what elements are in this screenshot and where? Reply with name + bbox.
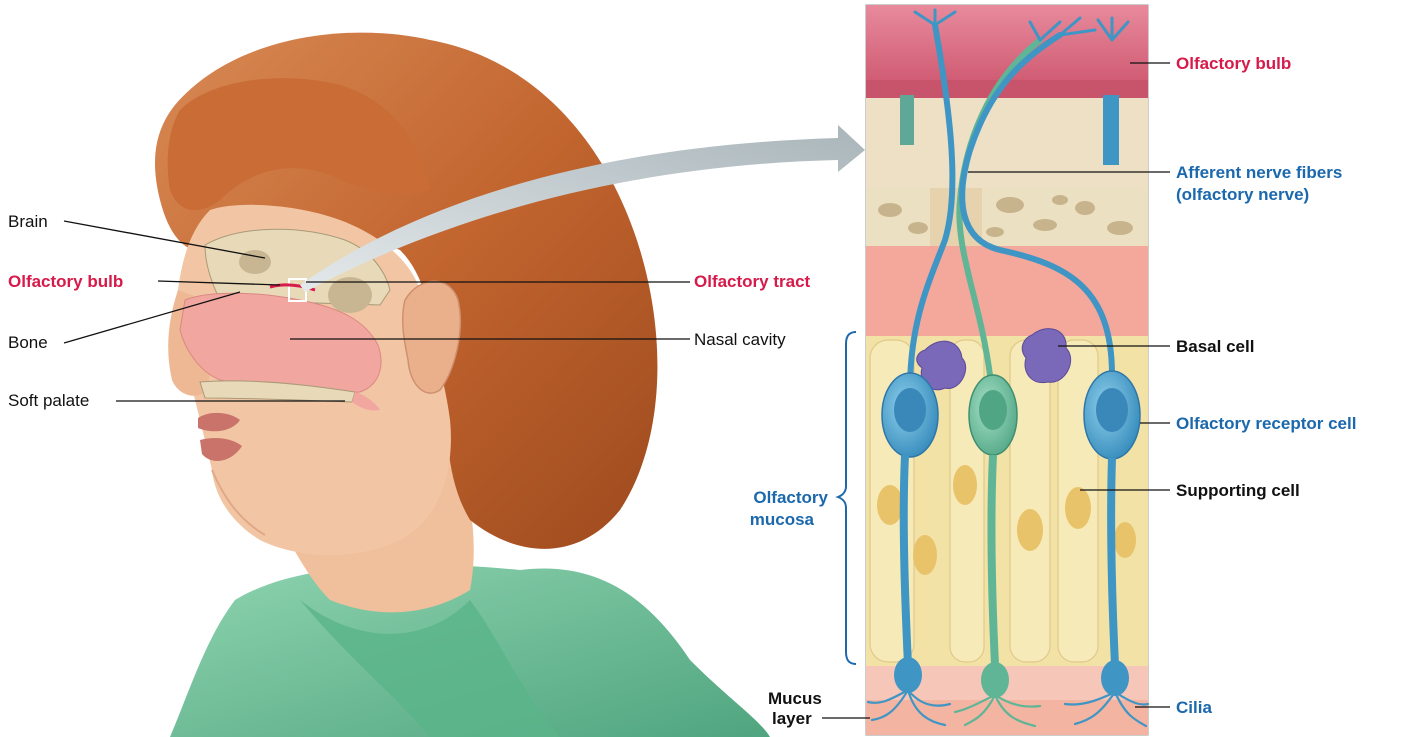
label-cilia: Cilia (1176, 697, 1212, 718)
label-olfactory-tract: Olfactory tract (694, 271, 810, 292)
label-olfactory-bulb-left: Olfactory bulb (8, 271, 123, 292)
label-olfactory-mucosa-1: Olfactory (720, 487, 828, 508)
label-bone: Bone (8, 332, 48, 353)
label-afferent-fibers-2: (olfactory nerve) (1176, 184, 1309, 205)
label-basal-cell: Basal cell (1176, 336, 1254, 357)
head-illustration (155, 33, 770, 737)
label-mucus-layer-1: Mucus (768, 688, 822, 709)
label-soft-palate: Soft palate (8, 390, 89, 411)
label-olfactory-mucosa-2: mucosa (720, 509, 814, 530)
label-supporting-cell: Supporting cell (1176, 480, 1300, 501)
cribriform-plate (866, 188, 1148, 248)
label-olfactory-receptor-cell: Olfactory receptor cell (1176, 413, 1356, 434)
label-brain: Brain (8, 211, 48, 232)
label-mucus-layer-2: layer (772, 708, 812, 729)
label-afferent-fibers-1: Afferent nerve fibers (1176, 162, 1342, 183)
mucosa-detail-panel (866, 5, 1148, 735)
basal-cell (1022, 329, 1070, 383)
mucosa-bracket (838, 332, 856, 664)
label-olfactory-bulb-right: Olfactory bulb (1176, 53, 1291, 74)
label-nasal-cavity: Nasal cavity (694, 329, 786, 350)
